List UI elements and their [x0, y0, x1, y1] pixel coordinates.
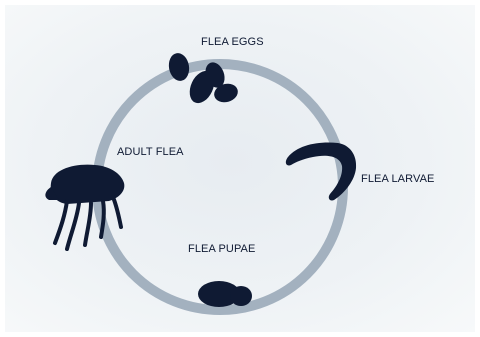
lifecycle-panel: FLEA EGGS ADULT FLEA FLEA LARVAE FLEA PU…: [5, 5, 475, 332]
lifecycle-artwork: [5, 5, 475, 332]
label-adult-flea: ADULT FLEA: [117, 146, 184, 158]
label-flea-pupae: FLEA PUPAE: [188, 243, 255, 255]
flea-pupa-icon: [198, 281, 252, 307]
label-flea-eggs: FLEA EGGS: [201, 36, 264, 48]
label-flea-larvae: FLEA LARVAE: [361, 173, 434, 185]
